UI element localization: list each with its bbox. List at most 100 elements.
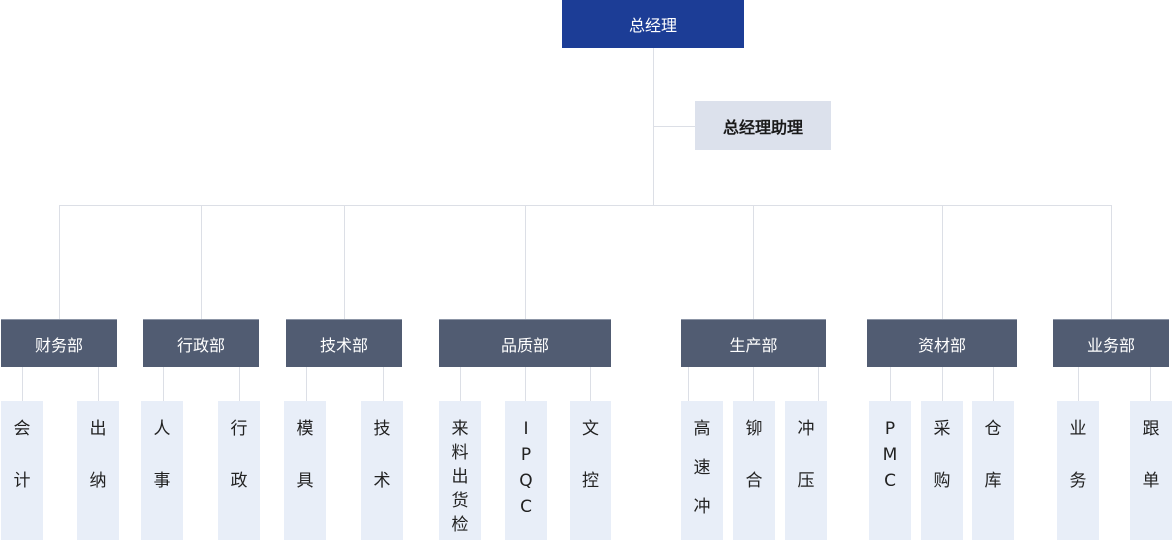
department-label: 财务部 <box>34 335 83 355</box>
unit-label-char: 货 <box>451 491 469 511</box>
unit-node[interactable]: 业务 <box>1057 401 1099 540</box>
unit-label-char: 采 <box>933 419 951 439</box>
unit-connector <box>1150 367 1151 401</box>
department-node[interactable]: 财务部 <box>1 319 117 367</box>
department-connector <box>753 205 754 319</box>
unit-label-char: 速 <box>693 458 711 478</box>
assistant-connector <box>653 126 695 127</box>
department-label: 业务部 <box>1086 335 1135 355</box>
department-node[interactable]: 品质部 <box>439 319 611 367</box>
unit-label-char: 压 <box>797 471 815 491</box>
unit-node[interactable]: 出纳 <box>77 401 119 540</box>
department-connector <box>201 205 202 319</box>
department-node[interactable]: 生产部 <box>681 319 826 367</box>
assistant-node[interactable]: 总经理助理 <box>695 101 831 150</box>
unit-connector <box>22 367 23 401</box>
unit-label-char: 计 <box>13 471 31 491</box>
unit-label-char: 出 <box>89 419 107 439</box>
unit-label-char: Q <box>519 471 533 491</box>
unit-label-char: P <box>884 419 896 439</box>
unit-label-char: 文 <box>582 419 599 439</box>
unit-connector <box>306 367 307 401</box>
unit-node[interactable]: 行政 <box>218 401 260 540</box>
unit-label-char: 术 <box>373 471 391 491</box>
unit-label-char: 人 <box>153 419 171 439</box>
unit-node[interactable]: 高速冲 <box>681 401 723 540</box>
unit-connector <box>98 367 99 401</box>
unit-node[interactable]: 铆合 <box>733 401 775 540</box>
unit-label-char: 具 <box>296 471 314 491</box>
unit-label-char: C <box>884 471 896 491</box>
unit-connector <box>460 367 461 401</box>
unit-label-char: M <box>882 445 898 465</box>
ceo-node[interactable]: 总经理 <box>562 0 744 48</box>
unit-label-char: 料 <box>451 443 469 463</box>
ceo-label: 总经理 <box>628 16 677 35</box>
department-connector <box>344 205 345 319</box>
unit-label-char: 事 <box>153 471 171 491</box>
unit-connector <box>688 367 689 401</box>
unit-label-char: C <box>520 497 532 517</box>
unit-connector <box>890 367 891 401</box>
unit-node[interactable]: 模具 <box>284 401 326 540</box>
unit-label-char: 出 <box>451 467 469 487</box>
unit-label-char: 跟 <box>1142 419 1160 439</box>
department-connector <box>525 205 526 319</box>
unit-label-char: 业 <box>1069 419 1087 439</box>
unit-label-char: 合 <box>745 471 763 491</box>
unit-connector <box>163 367 164 401</box>
unit-connector <box>818 367 819 401</box>
unit-connector <box>942 367 943 401</box>
unit-node[interactable]: 冲压 <box>785 401 827 540</box>
unit-label-char: 控 <box>582 471 599 491</box>
department-connector <box>942 205 943 319</box>
unit-connector <box>590 367 591 401</box>
unit-node[interactable]: 人事 <box>141 401 183 540</box>
unit-label-char: 购 <box>933 471 951 491</box>
unit-label-char: 行 <box>230 419 248 439</box>
unit-node[interactable]: 来料出货检 <box>439 401 481 540</box>
unit-node[interactable]: 仓库 <box>972 401 1014 540</box>
unit-label-char: 会 <box>13 419 31 439</box>
unit-connector <box>383 367 384 401</box>
department-node[interactable]: 业务部 <box>1053 319 1169 367</box>
unit-label-char: 来 <box>451 419 469 439</box>
unit-connector <box>753 367 754 401</box>
unit-label-char: 仓 <box>984 419 1002 439</box>
unit-label-char: 纳 <box>89 471 107 491</box>
unit-node[interactable]: 技术 <box>361 401 403 540</box>
department-node[interactable]: 资材部 <box>867 319 1017 367</box>
unit-node[interactable]: 会计 <box>1 401 43 540</box>
unit-label-char: 冲 <box>693 497 711 517</box>
department-bus-connector <box>59 205 1112 206</box>
unit-label-char: 冲 <box>797 419 815 439</box>
department-label: 品质部 <box>500 335 549 355</box>
department-label: 资材部 <box>917 335 966 355</box>
department-connector <box>1111 205 1112 319</box>
assistant-label: 总经理助理 <box>722 117 803 137</box>
unit-connector <box>239 367 240 401</box>
unit-node[interactable]: 文控 <box>570 401 611 540</box>
unit-label-char: 检 <box>451 515 469 535</box>
trunk-connector <box>653 48 654 206</box>
unit-label-char: 铆 <box>745 419 763 439</box>
unit-node[interactable]: 采购 <box>921 401 963 540</box>
unit-label-char: 库 <box>984 471 1002 491</box>
department-node[interactable]: 行政部 <box>143 319 259 367</box>
unit-label-char: 务 <box>1069 471 1087 491</box>
department-node[interactable]: 技术部 <box>286 319 402 367</box>
department-label: 技术部 <box>319 335 368 355</box>
department-connector <box>59 205 60 319</box>
department-label: 行政部 <box>176 335 225 355</box>
unit-connector <box>525 367 526 401</box>
unit-label-char: 高 <box>693 419 711 439</box>
unit-label-char: 技 <box>373 419 391 439</box>
unit-node[interactable]: 跟单 <box>1130 401 1172 540</box>
unit-label-char: 模 <box>296 419 314 439</box>
department-label: 生产部 <box>729 335 778 355</box>
unit-label-char: I <box>523 419 529 439</box>
unit-connector <box>1078 367 1079 401</box>
unit-connector <box>993 367 994 401</box>
